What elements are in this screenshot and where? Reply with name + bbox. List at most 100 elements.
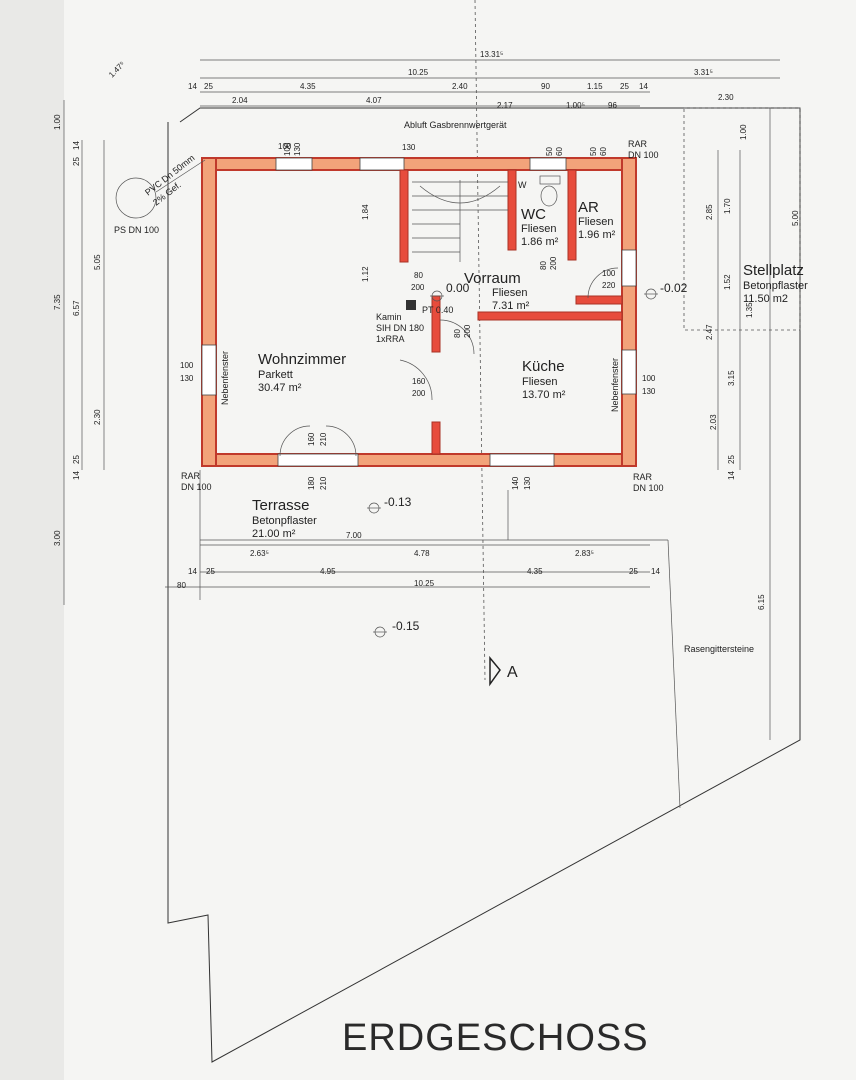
note-kamin-3: 1xRRA [376,334,405,344]
opening-ar-door-h: 220 [602,281,616,290]
wall-wohn-kueche-low [431,421,441,455]
dim-bottom-e: 25 [206,567,215,576]
level-marker-icon [373,626,387,638]
toilet-icon [540,185,558,207]
opening-north-1-h: 130 [293,142,302,156]
opening-west-w: 100 [180,361,194,370]
opening-north-4-h: 60 [599,147,608,156]
room-name-vorraum: Vorraum [464,270,521,287]
dim-top-house: 10.25 [408,68,429,77]
dim-bottom-f: 4.95 [320,567,336,576]
window-west [201,344,217,396]
dim-top-i: 2.04 [232,96,248,105]
wall-north [201,157,637,171]
room-floor-ar: Fliesen [578,216,613,228]
opening-north-3-w: 50 [545,147,554,156]
opening-west-h: 130 [180,374,194,383]
dim-top-a: 14 [188,82,197,91]
note-kamin-2: SIH DN 180 [376,323,424,333]
note-rar-2a: RAR [181,471,201,481]
staircase [412,180,508,262]
opening-terrace-door-w: 160 [307,432,316,446]
dim-left-g: 14 [72,141,81,150]
note-rasengittersteine: Rasengittersteine [684,644,754,654]
opening-north-2-h: 130 [402,143,416,152]
dim-bottom-a: 2.63⁵ [250,549,269,558]
opening-terrace-door-h: 210 [319,432,328,446]
dim-bottom-k: 10.25 [414,579,435,588]
dim-left-a: 1.00 [53,114,62,130]
note-abluft: Abluft Gasbrennwertgerät [404,120,507,130]
dim-left-h: 25 [72,157,81,166]
opening-wc-door-w: 80 [539,261,548,270]
room-floor-vorraum: Fliesen [492,287,527,299]
note-nebenfenster-east: Nebenfenster [610,358,620,412]
dim-bottom-c: 2.83⁵ [575,549,594,558]
dim-top-right: 3.31⁵ [694,68,713,77]
room-floor-kueche: Fliesen [522,376,557,388]
dim-right-e: 1.52 [723,274,732,290]
level-label-2: -0.02 [660,281,688,295]
note-rar-3a: RAR [633,472,653,482]
door-swing-wohnzimmer [399,359,433,401]
ps-symbol-icon [115,177,157,219]
door-swing-terrace-right [325,425,357,457]
room-area-kueche: 13.70 m² [522,389,566,401]
dim-right-d: 1.70 [723,198,732,214]
note-nebenfenster-west: Nebenfenster [220,351,230,405]
dim-top-h: 14 [639,82,648,91]
room-area-ar: 1.96 m² [578,229,616,241]
opening-wc-door-h: 200 [549,256,558,270]
dim-bottom-terrace: 7.00 [346,531,362,540]
opening-wohn-door-w: 160 [412,377,426,386]
wall-ar-south [575,295,623,305]
dim-bottom-i: 14 [651,567,660,576]
opening-stair-door-w: 80 [414,271,423,280]
room-name-terrasse: Terrasse [252,497,310,514]
room-name-ar: AR [578,199,599,216]
pvc-pipe-line [155,159,206,193]
dim-right-g: 1.35 [745,302,754,318]
opening-kitchen-h: 130 [523,476,532,490]
dim-right-l: 25 [727,455,736,464]
dim-top-b: 25 [204,82,213,91]
room-name-wc: WC [521,206,546,223]
lot-inner-line [667,539,681,809]
dim-top-c: 4.35 [300,82,316,91]
window-north-2 [359,157,405,171]
note-pt: PT 0.40 [422,305,453,315]
wall-stair-left [399,169,409,263]
window-east [621,349,637,395]
note-rar-1a: RAR [628,139,648,149]
opening-east-w: 100 [642,374,656,383]
opening-north-2-w: 100 [283,142,292,156]
note-w: W [518,180,527,190]
opening-kueche-door-w: 80 [453,329,462,338]
room-area-stellplatz: 11.50 m2 [743,293,788,305]
dim-top-k: 2.17 [497,101,513,110]
dim-stair-landing: 1.12 [361,266,370,282]
level-label-1: 0.00 [446,281,470,295]
dim-top-l: 1.00⁵ [566,101,585,110]
room-area-wohnzimmer: 30.47 m² [258,382,302,394]
dim-top-n: 2.30 [718,93,734,102]
level-label-4: -0.15 [392,619,420,633]
wall-south [201,453,637,467]
dim-top-f: 1.15 [587,82,603,91]
room-area-wc: 1.86 m² [521,236,559,248]
dim-left-c: 6.57 [72,300,81,316]
lot-boundary [167,107,801,1063]
paper-left-margin [0,0,64,1080]
dim-bottom-b: 4.78 [414,549,430,558]
room-area-terrasse: 21.00 m² [252,528,296,540]
note-kamin-1: Kamin [376,312,402,322]
level-marker-icon [644,288,658,300]
dim-right-i: 2.03 [709,414,718,430]
dim-right-h: 3.15 [727,370,736,386]
dim-top-g: 25 [620,82,629,91]
section-marker-icon [489,655,501,687]
opening-stair-door-h: 200 [411,283,425,292]
dim-left-j: 25 [72,455,81,464]
dim-top-m: 96 [608,101,617,110]
window-south-kitchen [489,453,555,467]
